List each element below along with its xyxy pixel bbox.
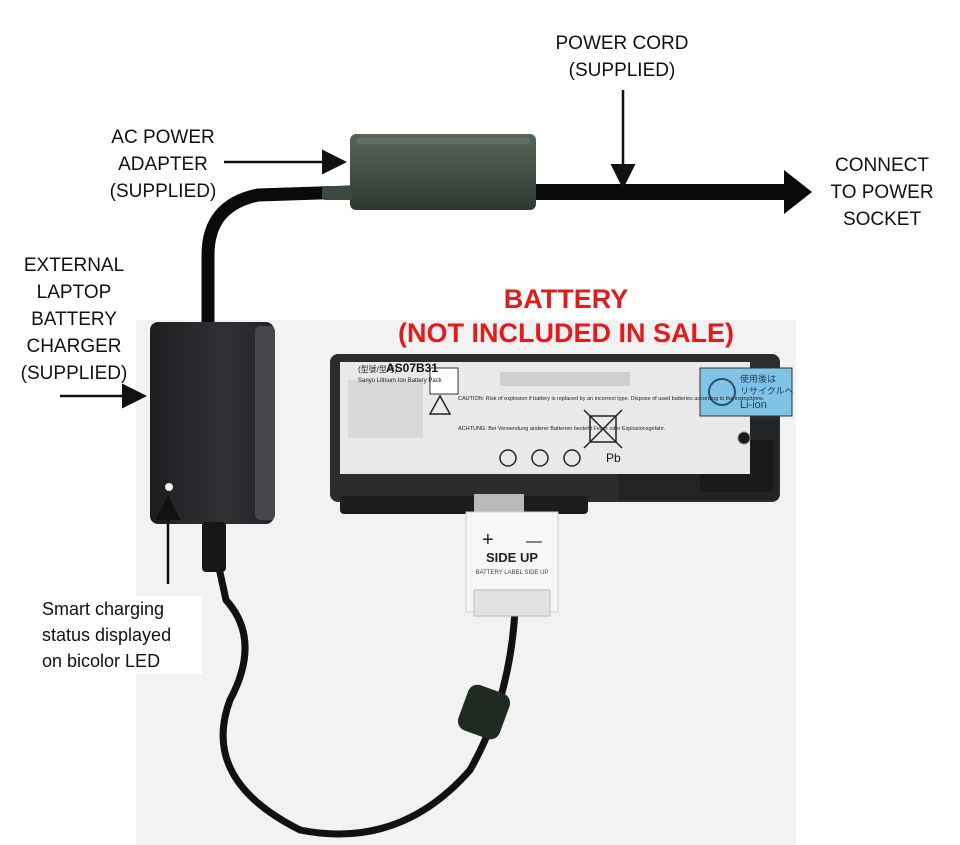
external-charger <box>150 322 275 572</box>
label-power-cord-line2: (SUPPLIED) <box>568 60 676 81</box>
crossed-bin-icon <box>583 409 623 449</box>
power-cord-arrowhead <box>784 170 812 214</box>
clip-minus: — <box>526 533 542 550</box>
label-power-cord-line1: POWER CORD <box>555 33 689 54</box>
recycle-text-2: リサイクルへ <box>740 386 794 396</box>
battery-model-prefix: (型號/型号) <box>358 364 398 374</box>
clip-sub: BATTERY LABEL SIDE UP <box>476 570 549 576</box>
label-charger-line1: EXTERNAL <box>23 255 125 276</box>
clip-plus: + <box>482 529 494 551</box>
pb-mark: Pb <box>606 451 621 465</box>
ferrite-core <box>457 684 511 740</box>
label-led-note-line1: Smart charging <box>42 599 165 619</box>
charger-dc-cable <box>201 185 351 324</box>
label-charger-line2: LAPTOP <box>36 282 112 303</box>
label-connect-line1: CONNECT <box>835 155 929 176</box>
battery-achtung: ACHTUNG: Bei Verwendung anderer Batterie… <box>458 426 666 432</box>
battery-title: BATTERY (NOT INCLUDED IN SALE) <box>380 282 752 350</box>
label-charger: EXTERNAL LAPTOP BATTERY CHARGER (SUPPLIE… <box>12 252 136 387</box>
led-indicator <box>165 483 173 491</box>
recycle-text-1: 使用後は <box>740 373 776 384</box>
recycle-text-3: Li-ion <box>740 399 767 411</box>
cert-mark-icon <box>563 449 581 467</box>
label-connect-line2: TO POWER <box>830 182 934 203</box>
battery-title-line1: BATTERY <box>503 284 629 314</box>
ac-adapter <box>322 134 536 210</box>
clip-side-up: SIDE UP <box>486 550 538 565</box>
label-connect-line3: SOCKET <box>842 209 922 230</box>
label-charger-line5: (SUPPLIED) <box>20 363 128 384</box>
battery-maker: Sanyo Lithium Ion Battery Pack <box>358 378 443 384</box>
laptop-battery: (型號/型号) AS07B31 Sanyo Lithium Ion Batter… <box>330 354 794 514</box>
label-led-note-line2: status displayed <box>42 625 172 645</box>
label-led-note: Smart charging status displayed on bicol… <box>42 596 202 674</box>
label-power-cord: POWER CORD (SUPPLIED) <box>546 30 698 84</box>
label-ac-adapter-line2: ADAPTER <box>118 154 208 175</box>
recycle-icon <box>708 378 736 406</box>
label-led-note-line3: on bicolor LED <box>42 651 161 671</box>
battery-caution: CAUTION: Risk of explosion if battery is… <box>458 396 765 402</box>
label-charger-line3: BATTERY <box>31 309 117 330</box>
label-connect: CONNECT TO POWER SOCKET <box>820 152 944 233</box>
n-mark-icon <box>531 449 549 467</box>
ce-mark-icon <box>499 449 517 467</box>
label-ac-adapter: AC POWER ADAPTER (SUPPLIED) <box>98 124 228 205</box>
label-ac-adapter-line3: (SUPPLIED) <box>109 181 217 202</box>
recycle-box <box>699 367 793 417</box>
label-charger-line4: CHARGER <box>26 336 122 357</box>
battery-connector-clip: + — SIDE UP BATTERY LABEL SIDE UP <box>465 494 559 617</box>
battery-model: AS07B31 <box>386 361 438 375</box>
label-ac-adapter-line1: AC POWER <box>111 127 215 148</box>
battery-title-line2: (NOT INCLUDED IN SALE) <box>398 318 734 348</box>
